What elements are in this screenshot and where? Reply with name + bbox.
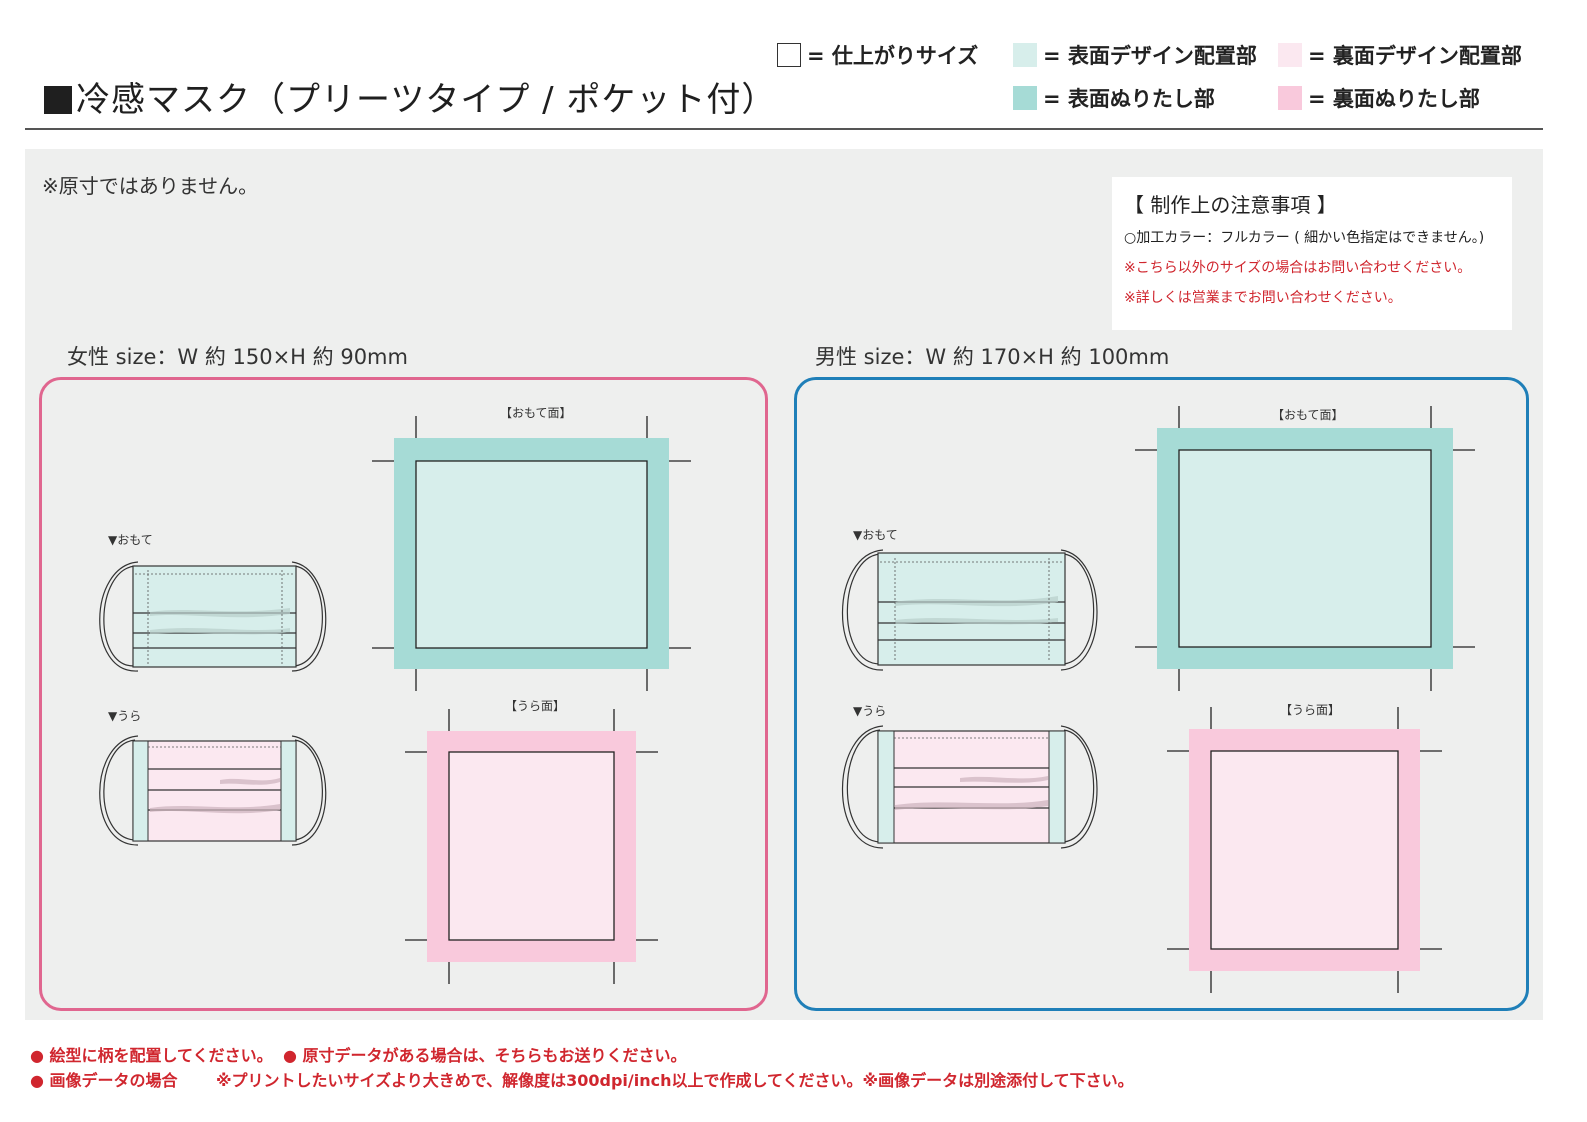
black-square-icon: [44, 86, 72, 114]
male-front-template: [1135, 406, 1475, 691]
trim-marks: [1135, 406, 1475, 691]
legend-swatch-back-bleed: [1278, 86, 1302, 110]
legend-finish-size: = 仕上がりサイズ: [777, 40, 978, 70]
front-design-area: [415, 460, 648, 649]
footer-note-original-data: ● 原寸データがある場合は、そちらもお送りください。: [283, 1046, 687, 1065]
ear-loop-right: [291, 561, 327, 672]
footer-note-place-pattern: ● 絵型に柄を配置してください。: [30, 1046, 273, 1065]
notes-title: 【 制作上の注意事項 】: [1124, 193, 1337, 217]
mask-stitching: [135, 570, 294, 664]
mask-shading: [895, 776, 1048, 810]
mask-body: [132, 740, 297, 842]
legend-back-design: = 裏面デザイン配置部: [1278, 40, 1522, 70]
legend-label: = 仕上がりサイズ: [807, 44, 979, 68]
mask-edge-left: [877, 730, 895, 844]
mask-shading: [150, 608, 290, 635]
female-front-mask-illustration: [99, 561, 327, 672]
ear-loop-left: [99, 735, 139, 846]
notes-line-contact: ※詳しくは営業までお問い合わせください。: [1124, 290, 1402, 306]
ear-loop-left: [841, 549, 884, 671]
female-front-face-label: 【おもて面】: [500, 406, 572, 420]
male-front-mask-illustration: [841, 549, 1098, 671]
male-back-template: [1167, 707, 1442, 993]
male-front-face-label: 【おもて面】: [1272, 408, 1344, 422]
front-design-area: [1178, 449, 1432, 648]
female-back-template: [405, 709, 658, 984]
mask-shading: [895, 596, 1058, 625]
male-frame: [794, 377, 1529, 1011]
back-design-area: [448, 751, 615, 941]
notes-line-color: ○加工カラー：フルカラー ( 細かい色指定はできません。): [1124, 230, 1485, 246]
male-back-face-label: 【うら面】: [1280, 703, 1341, 717]
legend-label: = 裏面ぬりたし部: [1308, 87, 1480, 111]
male-back-label: ▼うら: [853, 704, 887, 718]
production-notes: 【 制作上の注意事項 】 ○加工カラー：フルカラー ( 細かい色指定はできません…: [1112, 177, 1512, 330]
page-title: 冷感マスク（プリーツタイプ / ポケット付）: [44, 72, 776, 121]
male-front-label: ▼おもて: [853, 528, 898, 542]
female-size-label: 女性 size：W 約 150×H 約 90mm: [67, 345, 408, 369]
ear-loop-right: [1060, 725, 1098, 849]
trim-marks: [1167, 707, 1442, 993]
female-front-label: ▼おもて: [108, 533, 153, 547]
footer-note-image-data: ● 画像データの場合: [30, 1071, 178, 1090]
female-frame: [39, 377, 768, 1011]
trim-marks: [372, 416, 691, 691]
female-back-face-label: 【うら面】: [505, 699, 566, 713]
mask-edge-right: [280, 740, 297, 842]
legend-label: = 表面ぬりたし部: [1043, 87, 1215, 111]
footer-note-resolution: ※プリントしたいサイズより大きめで、解像度は300dpi/inch以上で作成して…: [216, 1071, 1134, 1090]
legend-front-bleed: = 表面ぬりたし部: [1013, 83, 1215, 113]
legend-front-design: = 表面デザイン配置部: [1013, 40, 1257, 70]
legend-back-bleed: = 裏面ぬりたし部: [1278, 83, 1480, 113]
male-back-mask-illustration: [841, 725, 1098, 849]
female-back-mask-illustration: [99, 735, 327, 846]
ear-loop-left: [841, 725, 884, 849]
legend-label: = 裏面デザイン配置部: [1308, 44, 1522, 68]
legend-swatch-white: [777, 43, 801, 67]
scale-note: ※原寸ではありません。: [42, 174, 259, 198]
ear-loop-right: [1060, 549, 1098, 671]
header-divider: [25, 128, 1543, 130]
mask-body: [877, 552, 1066, 666]
notes-line-size: ※こちら以外のサイズの場合はお問い合わせください。: [1124, 260, 1472, 276]
ear-loop-left: [99, 561, 139, 672]
back-design-area: [1210, 750, 1399, 950]
mask-edge-right: [1048, 730, 1066, 844]
legend-swatch-front-design: [1013, 43, 1037, 67]
ear-loop-right: [291, 735, 327, 846]
male-size-label: 男性 size：W 約 170×H 約 100mm: [815, 345, 1170, 369]
female-front-template: [372, 416, 691, 691]
female-back-label: ▼うら: [108, 709, 142, 723]
trim-marks: [405, 709, 658, 984]
mask-shading: [150, 778, 280, 814]
mask-stitching: [880, 558, 1063, 661]
legend-label: = 表面デザイン配置部: [1043, 44, 1257, 68]
page-title-text: 冷感マスク（プリーツタイプ / ポケット付）: [76, 80, 777, 120]
legend-swatch-front-bleed: [1013, 86, 1037, 110]
mask-edge-left: [132, 740, 149, 842]
legend-swatch-back-design: [1278, 43, 1302, 67]
